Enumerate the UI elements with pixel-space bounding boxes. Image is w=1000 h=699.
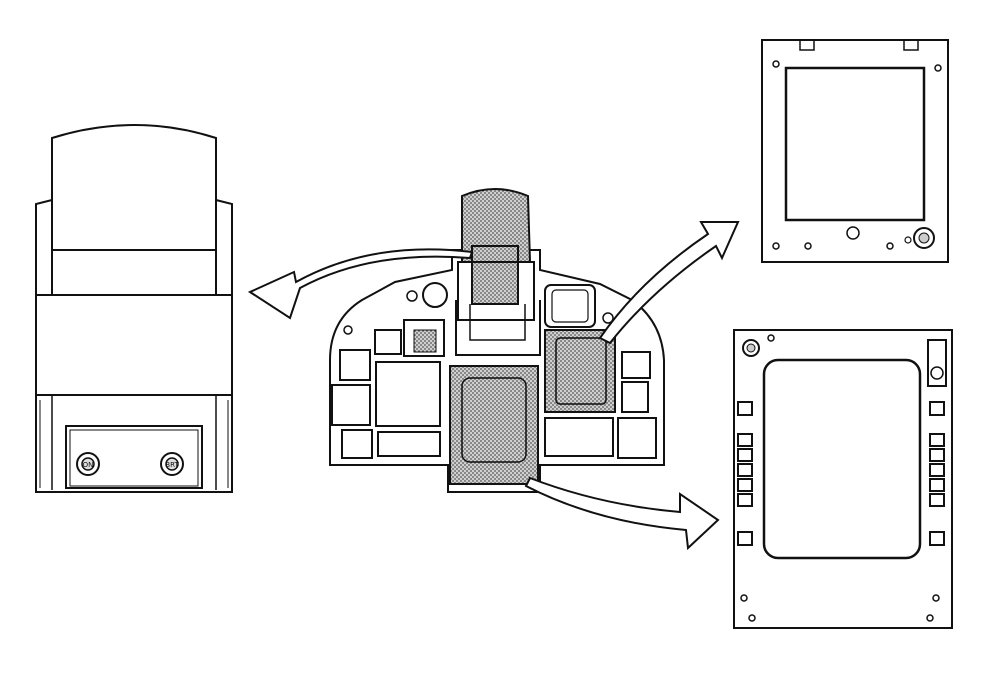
mfd-button-right-5[interactable] [929,478,945,492]
panel-hud-housing [461,188,532,263]
hud-knob-right[interactable]: BRT [160,452,184,476]
upfront-display-screen [784,66,926,222]
upfront-knob-small[interactable] [846,226,860,240]
mfd-button-right-2[interactable] [929,433,945,447]
panel-indicator-c [544,284,596,328]
panel-strip-right [544,417,614,457]
mfd-button-left-3[interactable] [737,448,753,462]
mfd-button-left-7[interactable] [737,531,753,546]
panel-button-right-1 [621,351,651,379]
mfd-button-right-4[interactable] [929,463,945,477]
callout-arrows [247,221,740,551]
mfd-button-right-7[interactable] [929,531,945,546]
hud-body [35,294,233,396]
hud-knob-right-label: BRT [165,461,179,469]
panel-button-left-1 [339,349,371,381]
arrow-to-upfront-display [598,221,740,345]
mfd-button-right-6[interactable] [929,493,945,507]
multifunction-display [733,329,953,629]
hud-unit: ON BRT [35,124,233,493]
arrow-to-hud [247,248,474,320]
panel-button-left-3 [341,429,373,459]
mfd-screen [762,358,922,560]
mfd-button-left-1[interactable] [737,401,753,416]
hud-knob-left[interactable]: ON [76,452,100,476]
mfd-button-left-2[interactable] [737,433,753,447]
panel-button-right-3 [617,417,657,459]
arrow-to-mfd [524,476,720,551]
mfd-button-right-3[interactable] [929,448,945,462]
instrument-panel [329,188,665,493]
hud-combiner-glass [51,124,217,251]
hud-knob-left-label: ON [83,461,94,469]
mfd-button-left-6[interactable] [737,493,753,507]
panel-button-right-2 [621,381,649,413]
panel-display-left [375,361,441,427]
mfd-button-left-5[interactable] [737,478,753,492]
panel-indicator-a [374,329,402,355]
mfd-button-right-1[interactable] [929,401,945,416]
panel-button-left-2 [331,384,371,426]
panel-gauge-top-left [422,282,448,308]
panel-strip-left [377,431,441,457]
upfront-control-display [761,39,949,263]
mfd-button-left-4[interactable] [737,463,753,477]
